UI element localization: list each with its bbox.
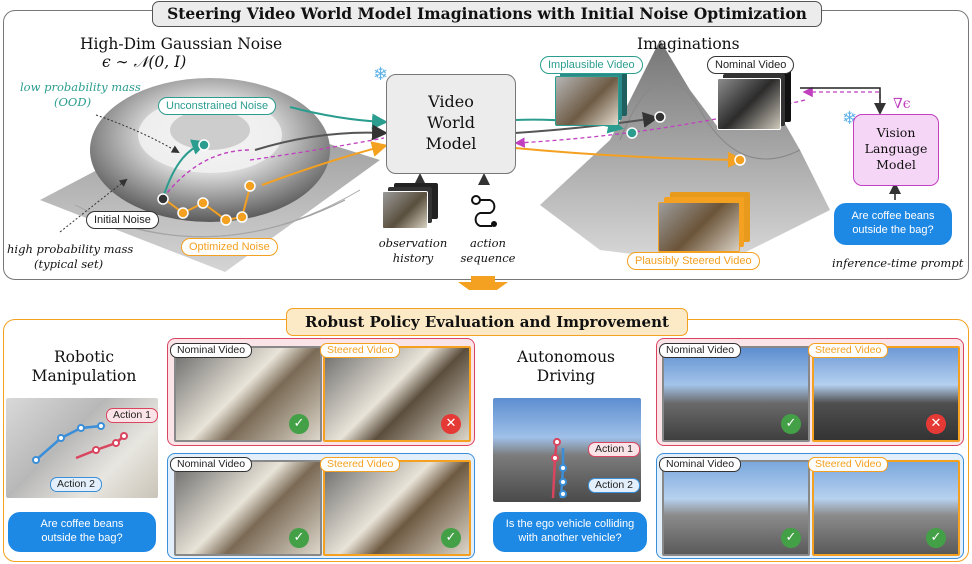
vwm-line-3: Model [425,134,477,153]
implausible-video-frame [555,76,619,126]
check-icon: ✓ [926,528,946,548]
gaussian-noise-surface [40,40,901,290]
gradient-symbol: ∇ϵ [893,96,911,112]
initial-noise-label: Initial Noise [86,211,159,229]
driving-action-1-label: Action 1 [588,442,640,457]
steered-video-frame [658,202,740,252]
snowflake-icon: ❄ [373,64,389,85]
vision-language-model-box: Vision Language Model [853,114,939,186]
check-icon: ✓ [441,528,461,548]
robot-a2-steered-label: Steered Video [320,457,401,472]
check-icon: ✓ [289,528,309,548]
high-prob-sub: (typical set) [34,257,104,271]
driving-a2-nominal-label: Nominal Video [659,457,742,472]
video-world-model-box: Video World Model [386,74,516,174]
robot-a2-nominal-label: Nominal Video [170,457,253,472]
robot-a1-nominal-label: Nominal Video [170,343,253,358]
robot-action-paths [32,422,128,464]
high-prob-label: high probability mass [7,242,134,256]
nominal-video-frame [717,78,781,130]
unconstrained-noise-label: Unconstrained Noise [158,97,277,115]
action-2-label: Action 2 [50,477,102,492]
low-prob-sub: (OOD) [54,95,92,109]
inference-prompt-label: inference-time prompt [832,256,964,270]
check-icon: ✓ [781,528,801,548]
vlm-line-3: Model [876,157,916,172]
vlm-line-2: Language [864,141,928,156]
observation-frame [382,191,428,229]
cross-icon: ✕ [926,414,946,434]
robot-a1-steered-label: Steered Video [320,343,401,358]
check-icon: ✓ [289,414,309,434]
nominal-video-label: Nominal Video [707,56,795,74]
driving-a1-nominal-label: Nominal Video [659,343,742,358]
action-1-label: Action 1 [106,408,158,423]
cross-icon: ✕ [441,414,461,434]
action-sequence-icon [471,195,497,227]
plausibly-steered-video-label: Plausibly Steered Video [627,252,760,270]
driving-a1-steered-label: Steered Video [808,343,889,358]
check-icon: ✓ [781,414,801,434]
noise-heading: High-Dim Gaussian Noise [80,35,283,53]
driving-a2-steered-label: Steered Video [808,457,889,472]
noise-formula: ϵ ∼ 𝒩(0, I) [102,53,187,71]
vwm-line-2: World [427,113,475,132]
driving-action-paths [551,437,567,499]
optimized-noise-label: Optimized Noise [181,238,278,256]
low-prob-label: low probability mass [20,80,141,94]
driving-action-2-label: Action 2 [588,478,640,493]
bottom-title: Robust Policy Evaluation and Improvement [286,308,688,336]
vlm-line-1: Vision [876,125,916,140]
vwm-line-1: Video [428,92,474,111]
implausible-video-label: Implausible Video [540,56,643,74]
imaginations-heading: Imaginations [637,35,740,53]
top-title: Steering Video World Model Imaginations … [152,1,822,27]
